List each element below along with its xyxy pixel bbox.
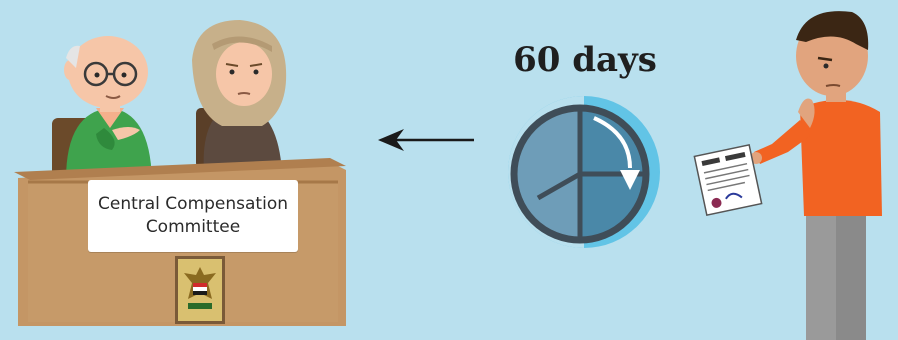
arrow-left-icon: [378, 129, 474, 151]
committee-name-sign: Central Compensation Committee: [88, 180, 298, 252]
deadline-label: 60 days: [500, 40, 670, 80]
claimant-man: [750, 11, 882, 340]
committee-sign-line-1: Central Compensation: [98, 193, 288, 216]
document-icon: [694, 145, 761, 215]
clock-icon: [508, 96, 660, 248]
committee-sign-line-2: Committee: [98, 216, 288, 239]
committee-member-woman: [192, 20, 286, 172]
committee-member-man: [52, 36, 152, 180]
iraq-coat-of-arms-emblem: [178, 259, 222, 321]
